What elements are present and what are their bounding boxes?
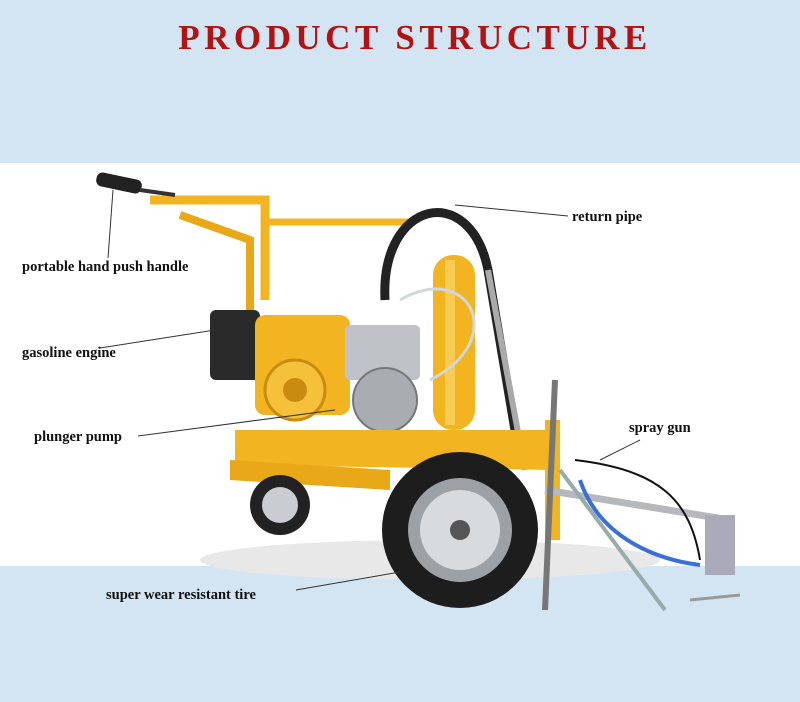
- label-return-pipe: return pipe: [572, 209, 643, 225]
- label-gasoline-engine: gasoline engine: [22, 345, 116, 361]
- front-wheel: [250, 475, 310, 535]
- return-pipe: [380, 208, 525, 461]
- label-plunger-pump: plunger pump: [34, 429, 122, 445]
- gasoline-engine: [210, 310, 350, 422]
- bottom-banner: [0, 566, 800, 702]
- plunger-pump: [345, 287, 476, 433]
- label-tire: super wear resistant tire: [106, 587, 256, 603]
- page-title: PRODUCT STRUCTURE: [178, 18, 652, 57]
- rear-tire: [382, 452, 538, 608]
- spray-gun-arm: [542, 379, 741, 612]
- leader-lines: [99, 189, 641, 591]
- label-spray-gun: spray gun: [629, 420, 691, 436]
- label-hand-push-handle: portable hand push handle: [22, 259, 189, 275]
- top-banner: [0, 0, 800, 163]
- push-handle: [96, 172, 410, 320]
